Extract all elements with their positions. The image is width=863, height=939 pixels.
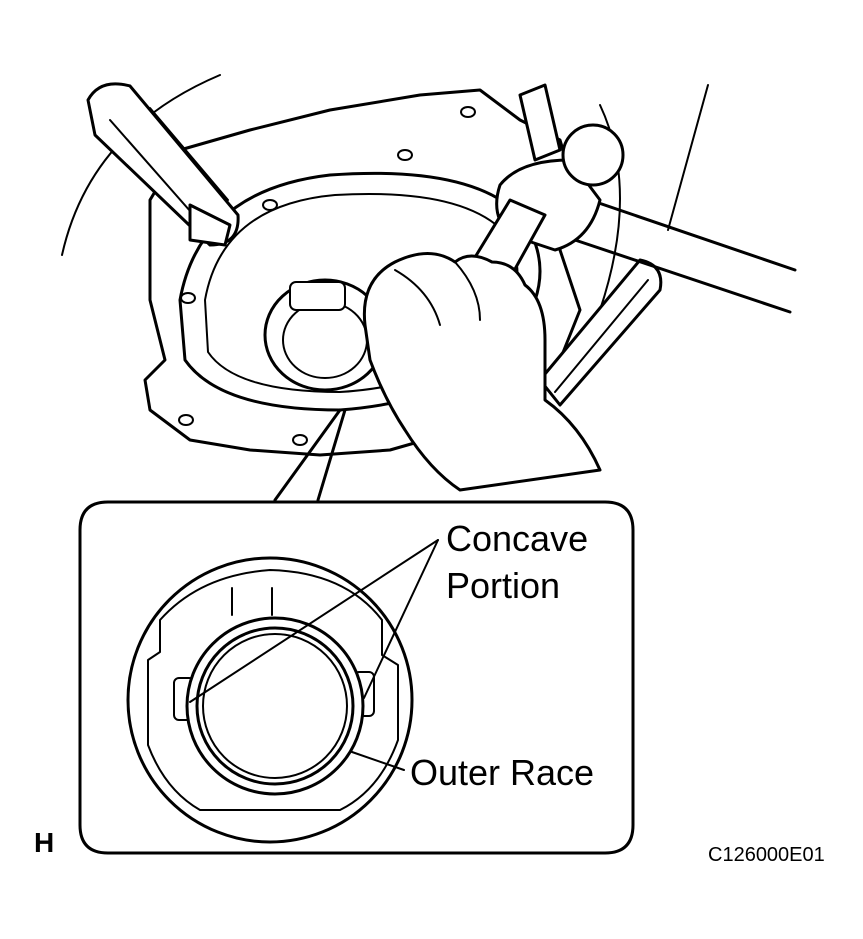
concave-portion-line1: Concave <box>446 518 588 559</box>
glove-fold-1 <box>394 269 441 326</box>
housing-ring <box>126 556 414 844</box>
concave-leader-left <box>189 539 439 703</box>
puller-arm <box>86 82 240 247</box>
housing-recess <box>147 569 399 811</box>
callout-leader <box>273 408 347 502</box>
outer-race-inner <box>195 626 355 786</box>
figure-code: C126000E01 <box>708 844 825 866</box>
view-letter: H <box>34 827 54 858</box>
glove-fold-2 <box>454 261 481 321</box>
outer-race <box>185 616 365 796</box>
background-line <box>667 84 709 231</box>
concave-leader-right <box>363 539 439 699</box>
bore-boss <box>289 281 346 311</box>
label-outer-race: Outer Race <box>351 751 594 793</box>
concave-portion-line2: Portion <box>446 565 560 606</box>
puller-crossbar <box>518 83 663 407</box>
label-concave-portion: Concave Portion <box>189 518 588 703</box>
gloved-hand <box>362 252 602 492</box>
outer-race-bore <box>202 633 348 779</box>
background-arc-right <box>599 104 621 311</box>
housing-flange <box>178 171 542 412</box>
outer-race-leader <box>351 751 405 771</box>
callout-box <box>78 500 635 855</box>
outer-race-label: Outer Race <box>410 752 594 793</box>
housing-scene <box>61 74 797 502</box>
bolt-holes <box>178 106 476 446</box>
